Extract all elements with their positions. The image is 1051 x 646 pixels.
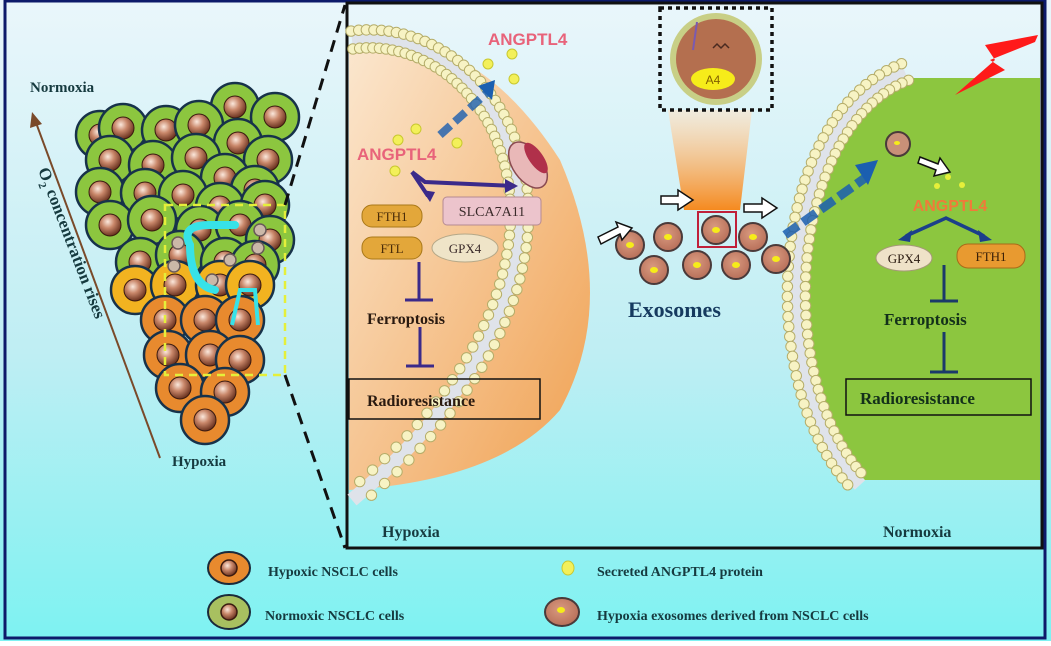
outer-frame <box>3 0 1047 640</box>
uptake-arrow <box>782 160 878 239</box>
internalized-exosome <box>885 131 911 157</box>
exosome-icon <box>653 222 683 252</box>
svg-text:FTL: FTL <box>380 241 403 256</box>
svg-text:FTH1: FTH1 <box>975 249 1006 264</box>
protein-gpx4: GPX4 <box>431 233 499 263</box>
svg-text:Hypoxia exosomes derived from: Hypoxia exosomes derived from NSCLC cell… <box>597 609 869 624</box>
exosome-icon <box>721 250 751 280</box>
released-angptl4-dots <box>934 174 965 189</box>
zoom-panel-frame <box>345 1 1044 550</box>
normoxic-cell <box>781 58 1040 491</box>
inhibition-bars-hypoxic <box>405 262 434 368</box>
protein-fth1: FTH1 <box>361 204 423 228</box>
radioresistance-box-hypoxic <box>348 378 541 420</box>
hypoxic-cell-icon <box>179 394 231 446</box>
legend-item-angptl4: Secreted ANGPTL4 protein <box>561 560 763 580</box>
radioresistance-label-hypoxic: Radioresistance <box>367 393 475 410</box>
exosomes-label: Exosomes <box>628 297 721 322</box>
exosome-icon <box>639 255 669 285</box>
legend-item-exosome: Hypoxia exosomes derived from NSCLC cell… <box>544 597 869 627</box>
arrow-to-transporter-icon <box>505 179 518 193</box>
exosome-icon <box>223 253 237 267</box>
slc7a11-transporter-icon <box>507 141 549 189</box>
arrow-to-gpx4-icon <box>898 230 912 242</box>
exosome-icon <box>738 222 768 252</box>
ferroptosis-label-hypoxic: Ferroptosis <box>367 311 445 328</box>
arrow-to-proteins-icon <box>422 190 435 202</box>
svg-text:Normoxic NSCLC cells: Normoxic NSCLC cells <box>265 609 405 624</box>
hypoxia-region-label: Hypoxia <box>382 524 440 541</box>
o2-arrow-head-icon <box>30 112 42 128</box>
exosome-icon <box>251 241 265 255</box>
angptl4-dot-icon <box>561 560 575 576</box>
exosome-icon <box>761 244 791 274</box>
protein-fth1-normoxic: FTH1 <box>956 243 1026 269</box>
exosome-icon <box>682 250 712 280</box>
selected-exosome-box <box>697 211 737 248</box>
secretion-arrow <box>437 80 495 138</box>
tumor-cell-cluster <box>74 81 301 446</box>
exosome-inset: A4 <box>670 13 762 105</box>
exosome-flow-arrows <box>597 156 952 246</box>
angptl4-targets-arrows <box>905 216 985 238</box>
vessel-branch <box>230 288 260 326</box>
radioresistance-box-normoxic <box>845 378 1032 416</box>
vessel-shape <box>183 221 239 249</box>
magnification-cone <box>668 110 752 210</box>
hypoxic-cell <box>345 24 590 506</box>
normoxic-cell-icon <box>84 199 136 251</box>
arrow-to-fth1-icon <box>978 230 992 242</box>
zoom-line-top <box>283 4 347 206</box>
protein-slca7a11: SLCA7A11 <box>442 196 542 226</box>
svg-text:FTH1: FTH1 <box>376 209 407 224</box>
hypoxic-cytoplasm <box>349 41 590 490</box>
secreted-angptl4-dots <box>389 48 520 177</box>
protein-gpx4-normoxic: GPX4 <box>875 244 933 272</box>
normoxic-angptl4-label: ANGPTL4 <box>913 198 988 215</box>
normoxic-cell-membrane <box>781 58 915 491</box>
intracellular-angptl4-label: ANGPTL4 <box>357 145 437 164</box>
exosome-icon <box>167 259 181 273</box>
protein-ftl: FTL <box>361 236 423 260</box>
exosome-icon <box>171 236 185 250</box>
exosome-icon <box>253 223 267 237</box>
inhibition-bars-normoxic <box>930 265 958 374</box>
svg-text:Hypoxic NSCLC cells: Hypoxic NSCLC cells <box>268 565 398 580</box>
legend-item-hypoxic: Hypoxic NSCLC cells <box>207 551 398 585</box>
ferroptosis-label-normoxic: Ferroptosis <box>884 310 967 329</box>
zoom-region-box <box>163 203 287 377</box>
o2-gradient-arrow <box>34 119 161 459</box>
secreted-angptl4-label: ANGPTL4 <box>488 30 568 49</box>
exosome-icon <box>701 215 731 245</box>
hypoxia-label: Hypoxia <box>172 454 227 470</box>
svg-text:GPX4: GPX4 <box>449 241 482 256</box>
radiation-lightning-icon <box>955 35 1038 95</box>
svg-text:SLCA7A11: SLCA7A11 <box>459 205 525 220</box>
inset-a4-label: A4 <box>706 73 721 87</box>
exosome-cluster <box>615 215 791 285</box>
svg-text:Secreted ANGPTL4 protein: Secreted ANGPTL4 protein <box>597 565 763 580</box>
svg-text:GPX4: GPX4 <box>888 251 921 266</box>
legend-item-normoxic: Normoxic NSCLC cells <box>207 594 405 630</box>
legend: Hypoxic NSCLC cells Normoxic NSCLC cells… <box>207 551 869 630</box>
exosome-inset-frame <box>658 6 774 112</box>
radioresistance-label-normoxic: Radioresistance <box>860 389 975 408</box>
vessel-shape-lower <box>186 241 219 294</box>
normoxia-region-label: Normoxia <box>883 524 951 541</box>
normoxia-label: Normoxia <box>30 80 95 96</box>
zoom-line-bottom <box>283 374 347 549</box>
